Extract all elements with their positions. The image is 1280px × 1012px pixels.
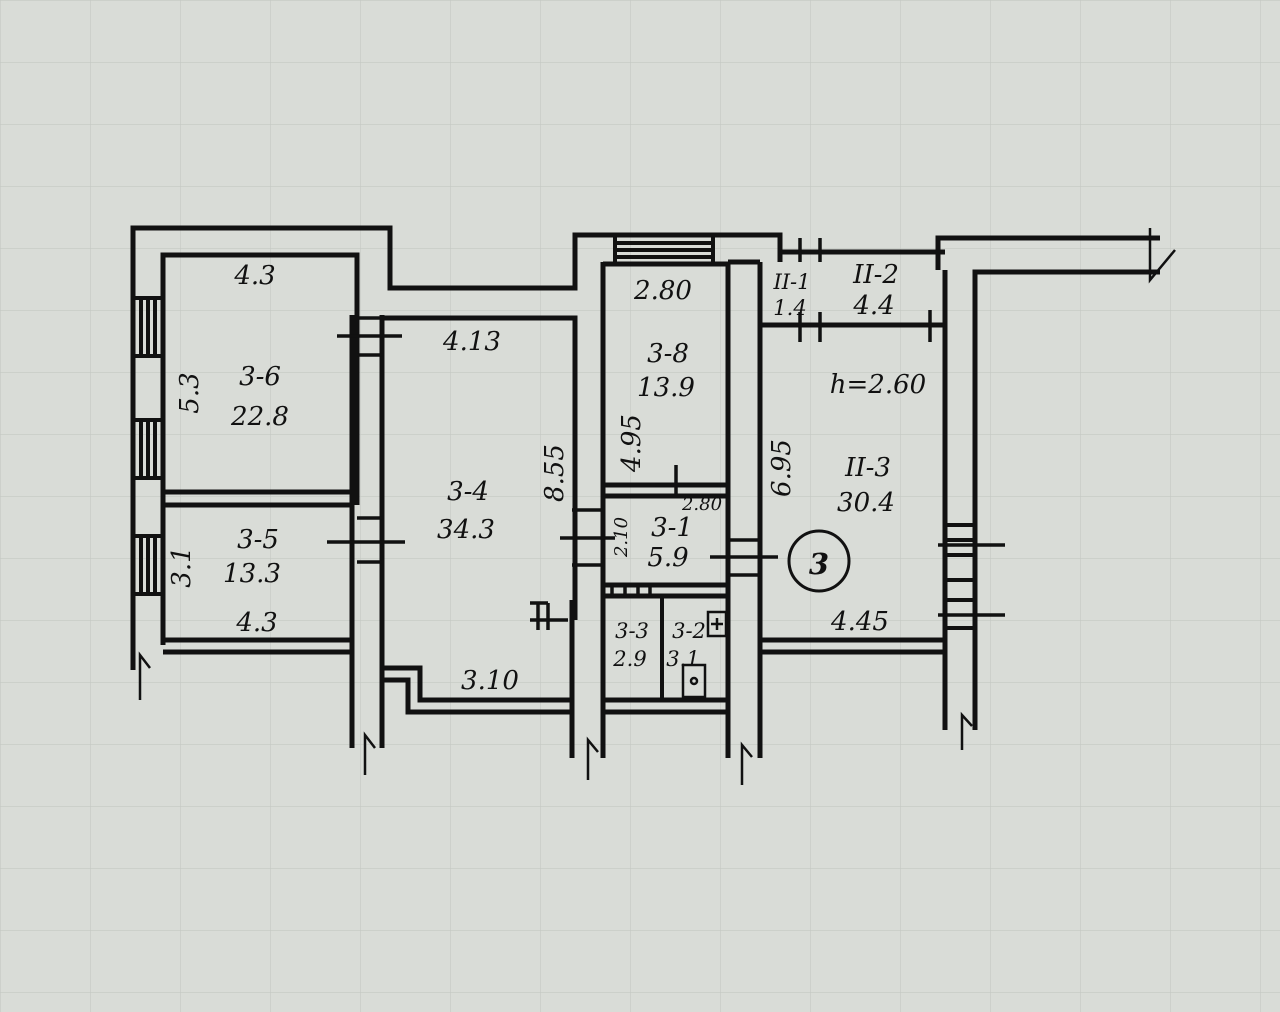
room-II-3-area: 30.4 bbox=[837, 488, 895, 518]
room-II-2-id: II-2 bbox=[852, 260, 899, 290]
door-3-4 bbox=[560, 508, 615, 567]
dim-bottom-II-3: 4.45 bbox=[830, 607, 889, 637]
dim-side-3-8: 4.95 bbox=[617, 414, 647, 473]
room-3-6-area: 22.8 bbox=[230, 402, 289, 432]
window-II-3-a bbox=[943, 523, 977, 582]
left-outer-wall bbox=[130, 225, 783, 670]
room-3-2-area: 3.1 bbox=[666, 647, 699, 671]
door-3-6 bbox=[337, 316, 402, 357]
cut-mark-4 bbox=[740, 741, 753, 785]
ceiling-height: h=2.60 bbox=[830, 370, 926, 400]
dim-side-II-3: 6.95 bbox=[767, 439, 797, 497]
window-3-5-lines bbox=[139, 536, 157, 594]
dim-top-3-4: 4.13 bbox=[442, 327, 501, 357]
room-II-1-area: 1.4 bbox=[773, 296, 806, 320]
dim-top-3-6: 4.3 bbox=[233, 261, 275, 291]
room-3-6-id: 3-6 bbox=[239, 362, 281, 392]
room-3-4-area: 34.3 bbox=[437, 515, 495, 545]
door-II-1-b bbox=[785, 312, 830, 342]
room-II-1-id: II-1 bbox=[772, 270, 810, 294]
sink-fixture bbox=[706, 610, 728, 638]
boiler-fixture bbox=[681, 663, 707, 699]
room-3-2-id: 3-2 bbox=[672, 619, 706, 643]
door-II-1-a bbox=[798, 238, 822, 262]
window-3-8-lines bbox=[615, 241, 713, 259]
fixtures bbox=[681, 610, 728, 699]
room-3-4-id: 3-4 bbox=[447, 477, 489, 507]
room-3-3-id: 3-3 bbox=[615, 619, 649, 643]
dim-bottom-3-4: 3.10 bbox=[461, 666, 519, 696]
window-II-3-a-lines bbox=[945, 538, 975, 557]
wall-3-4-top bbox=[382, 315, 578, 620]
room-3-5-area: 13.3 bbox=[223, 559, 281, 589]
dim-side-3-4: 8.55 bbox=[540, 444, 570, 502]
plan-number-circle bbox=[787, 529, 851, 593]
wall-3-4-bottom-a bbox=[382, 665, 572, 703]
door-3-8 bbox=[655, 465, 718, 495]
cut-mark-6 bbox=[1148, 228, 1176, 284]
room-3-8-area: 13.9 bbox=[637, 373, 695, 403]
section-marks bbox=[138, 228, 1176, 785]
dim-side-3-6: 5.3 bbox=[175, 372, 205, 413]
dim-width-3-1: 2.80 bbox=[681, 494, 722, 515]
plan-number: 3 bbox=[809, 547, 829, 581]
dim-side-3-5: 3.1 bbox=[167, 546, 197, 587]
window-3-6-top-lines bbox=[139, 298, 157, 356]
room-II-3-id: II-3 bbox=[844, 453, 891, 483]
wall-II-top bbox=[777, 248, 945, 262]
door-3-5 bbox=[327, 516, 405, 564]
room-3-1-id: 3-1 bbox=[651, 513, 693, 543]
right-outer-wall bbox=[935, 235, 1160, 270]
dim-side-3-1: 2.10 bbox=[611, 517, 632, 558]
room-3-1-area: 5.9 bbox=[647, 543, 688, 573]
doors bbox=[327, 238, 1005, 630]
window-3-6-bottom-lines bbox=[139, 420, 157, 478]
door-II-2 bbox=[918, 310, 945, 342]
cut-mark-1 bbox=[138, 651, 151, 700]
radiator-3-4 bbox=[530, 601, 568, 630]
sink-cross bbox=[711, 618, 723, 630]
room-II-2-area: 4.4 bbox=[852, 291, 894, 321]
boiler-dot bbox=[689, 676, 699, 686]
cut-mark-2 bbox=[363, 731, 376, 775]
room-3-5-id: 3-5 bbox=[237, 525, 279, 555]
room-3-8-id: 3-8 bbox=[647, 339, 689, 369]
room-3-3-area: 2.9 bbox=[612, 647, 646, 671]
cut-mark-3 bbox=[586, 736, 599, 780]
wall-3-4-bottom-b bbox=[382, 677, 572, 715]
windows bbox=[131, 233, 977, 630]
door-3-1 bbox=[710, 538, 778, 577]
walls bbox=[130, 225, 1160, 758]
cut-mark-5 bbox=[960, 711, 973, 750]
dim-top-3-8: 2.80 bbox=[633, 276, 692, 306]
dim-bottom-3-5: 4.3 bbox=[235, 608, 277, 638]
door-bath-1 bbox=[610, 585, 652, 596]
